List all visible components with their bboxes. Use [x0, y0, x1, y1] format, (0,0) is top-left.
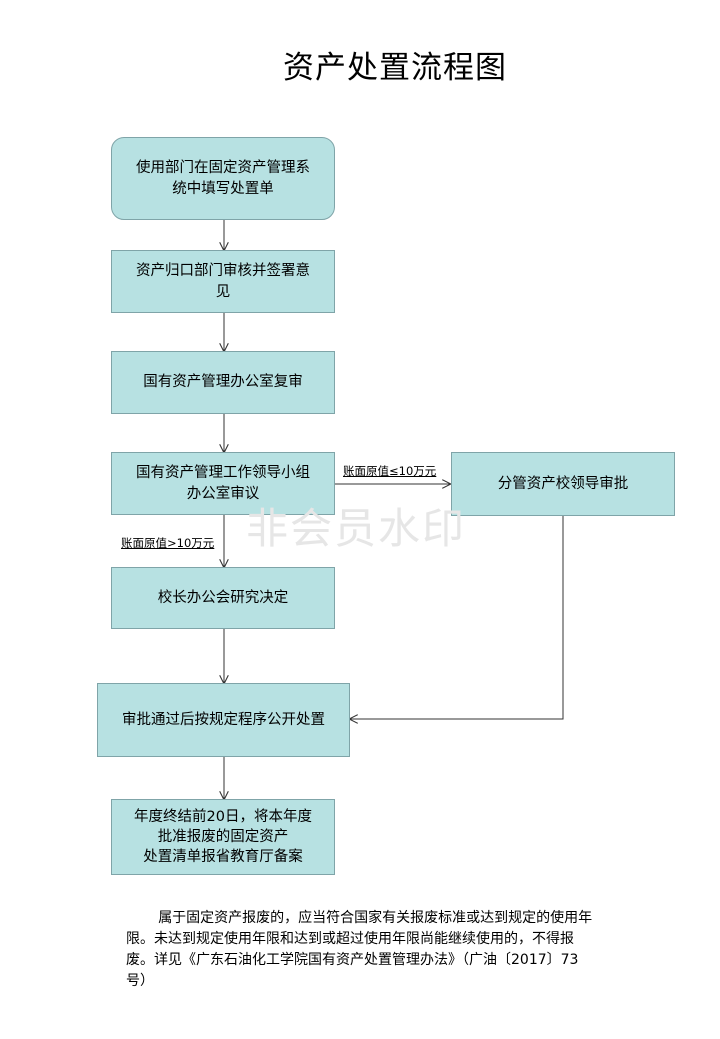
node-group-review-text: 国有资产管理工作领导小组 办公室审议	[136, 464, 310, 502]
node-office-recheck: 国有资产管理办公室复审	[111, 351, 335, 414]
node-president-meeting: 校长办公会研究决定	[111, 567, 335, 629]
edge-label-le-100k: 账面原值≤10万元	[343, 464, 437, 478]
node-fill-disposal-form: 使用部门在固定资产管理系 统中填写处置单	[111, 137, 335, 220]
node-group-review: 国有资产管理工作领导小组 办公室审议	[111, 452, 335, 515]
page-title: 资产处置流程图	[283, 50, 507, 86]
footnote: 属于固定资产报废的，应当符合国家有关报废标准或达到规定的使用年限。未达到规定使用…	[126, 910, 593, 989]
node-president-meeting-text: 校长办公会研究决定	[157, 589, 289, 606]
arrow-vp-to-disposal	[350, 516, 564, 719]
edge-label-gt-100k: 账面原值>10万元	[121, 536, 215, 550]
node-year-end-report: 年度终结前20日，将本年度 批准报废的固定资产 处置清单报省教育厅备案	[111, 799, 335, 875]
node-year-end-report-text: 年度终结前20日，将本年度 批准报废的固定资产 处置清单报省教育厅备案	[134, 809, 312, 865]
node-public-disposal-text: 审批通过后按规定程序公开处置	[122, 711, 325, 728]
node-vp-approval: 分管资产校领导审批	[451, 452, 675, 516]
node-vp-approval-text: 分管资产校领导审批	[497, 475, 629, 492]
node-fill-disposal-form-text: 使用部门在固定资产管理系 统中填写处置单	[136, 159, 310, 197]
watermark: 非会员水印	[246, 504, 467, 553]
node-dept-review-text: 资产归口部门审核并签署意 见	[136, 262, 310, 300]
node-public-disposal: 审批通过后按规定程序公开处置	[97, 683, 350, 757]
node-dept-review: 资产归口部门审核并签署意 见	[111, 250, 335, 313]
node-office-recheck-text: 国有资产管理办公室复审	[143, 374, 303, 390]
